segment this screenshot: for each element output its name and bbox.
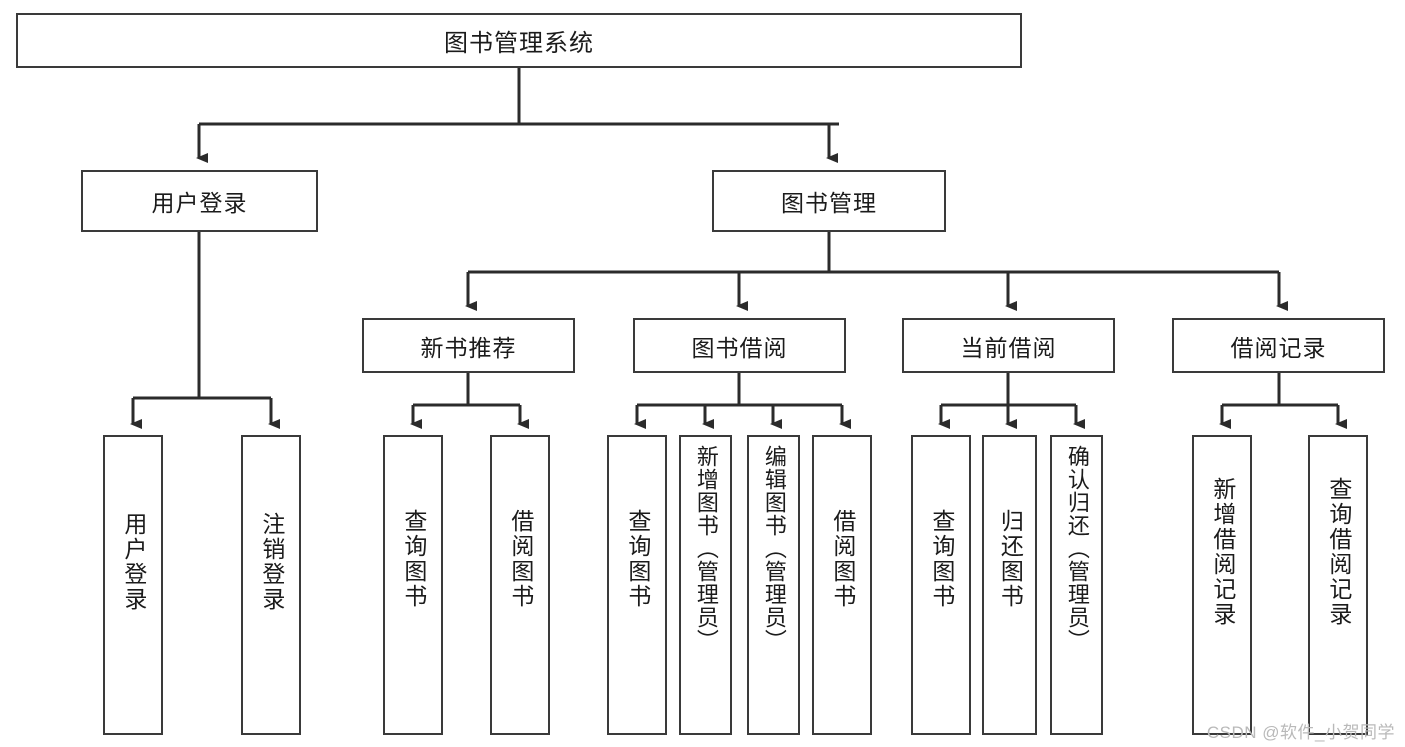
node-leaf-query-book-recommend-label: 查询图书 [400, 509, 427, 609]
node-leaf-borrow-book-recommend[interactable]: 借阅图书 [490, 435, 550, 735]
node-leaf-add-book-label: 新增图书（管理员） [693, 445, 719, 652]
node-leaf-user-login-label: 用户登录 [120, 512, 147, 612]
node-book-borrow-label: 图书借阅 [691, 334, 788, 361]
node-leaf-query-book-borrow-label: 查询图书 [624, 509, 651, 609]
node-leaf-user-login[interactable]: 用户登录 [103, 435, 163, 735]
node-leaf-return-book[interactable]: 归还图书 [982, 435, 1037, 735]
node-leaf-return-book-label: 归还图书 [997, 509, 1024, 609]
node-leaf-query-book-current[interactable]: 查询图书 [911, 435, 971, 735]
node-leaf-query-record-label: 查询借阅记录 [1325, 477, 1352, 627]
node-leaf-borrow-book-label: 借阅图书 [829, 509, 856, 609]
node-leaf-borrow-book-recommend-label: 借阅图书 [507, 509, 534, 609]
node-leaf-confirm-return[interactable]: 确认归还（管理员） [1050, 435, 1103, 735]
node-leaf-query-book-borrow[interactable]: 查询图书 [607, 435, 667, 735]
node-leaf-query-book-current-label: 查询图书 [928, 509, 955, 609]
node-leaf-query-book-recommend[interactable]: 查询图书 [383, 435, 443, 735]
node-leaf-edit-book-label: 编辑图书（管理员） [761, 445, 787, 652]
node-current-borrow-label: 当前借阅 [960, 334, 1057, 361]
node-leaf-borrow-book[interactable]: 借阅图书 [812, 435, 872, 735]
node-leaf-add-book[interactable]: 新增图书（管理员） [679, 435, 732, 735]
node-new-book-recommend-label: 新书推荐 [420, 334, 517, 361]
node-leaf-edit-book[interactable]: 编辑图书（管理员） [747, 435, 800, 735]
node-book-manage[interactable]: 图书管理 [712, 170, 946, 232]
node-new-book-recommend[interactable]: 新书推荐 [362, 318, 575, 373]
node-leaf-logout[interactable]: 注销登录 [241, 435, 301, 735]
node-leaf-logout-label: 注销登录 [258, 512, 285, 612]
node-user-login[interactable]: 用户登录 [81, 170, 318, 232]
node-leaf-add-record[interactable]: 新增借阅记录 [1192, 435, 1252, 735]
node-book-manage-label: 图书管理 [781, 190, 877, 216]
node-book-borrow[interactable]: 图书借阅 [633, 318, 846, 373]
node-root-system[interactable]: 图书管理系统 [16, 13, 1022, 68]
node-user-login-label: 用户登录 [151, 190, 248, 216]
node-borrow-record-label: 借阅记录 [1230, 334, 1327, 361]
node-current-borrow[interactable]: 当前借阅 [902, 318, 1115, 373]
node-leaf-confirm-return-label: 确认归还（管理员） [1064, 445, 1090, 652]
node-leaf-query-record[interactable]: 查询借阅记录 [1308, 435, 1368, 735]
node-borrow-record[interactable]: 借阅记录 [1172, 318, 1385, 373]
node-leaf-add-record-label: 新增借阅记录 [1209, 477, 1236, 627]
node-root-system-label: 图书管理系统 [444, 30, 594, 57]
csdn-watermark: CSDN @软件_小贺同学 [1206, 723, 1395, 742]
